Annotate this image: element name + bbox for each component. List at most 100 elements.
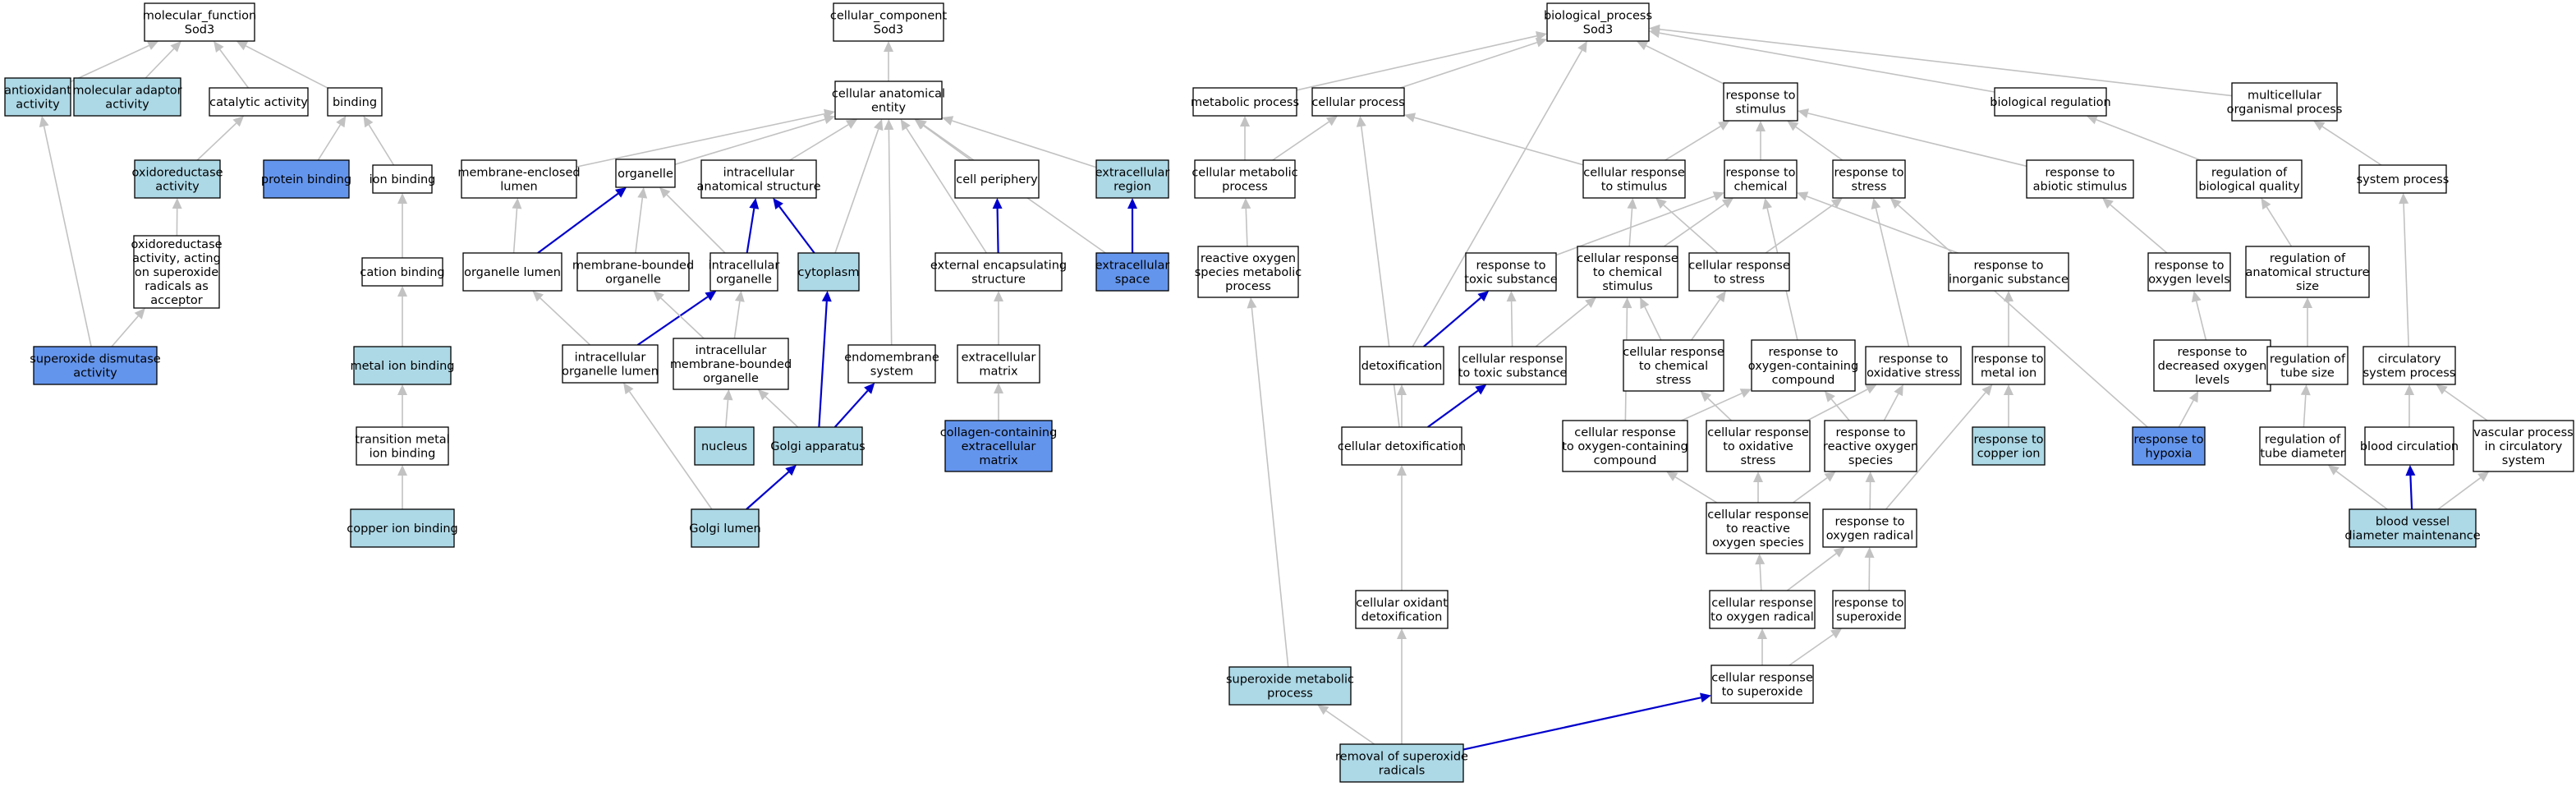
go-term-copper_ion_binding[interactable]: copper ion binding [347, 508, 458, 548]
edge-detox-to-resp_toxic [1423, 291, 1490, 347]
go-term-protein_binding[interactable]: protein binding [261, 159, 351, 199]
go-term-golgi[interactable]: Golgi apparatus [770, 426, 866, 466]
go-term-cellular_process[interactable]: cellular process [1311, 87, 1405, 117]
edge-arrowhead [1585, 297, 1596, 308]
go-term-system_process[interactable]: system process [2357, 164, 2450, 194]
edge-ec_region-to-cae [942, 116, 1097, 168]
edge-cell_resp_chem_stress-to-cell_resp_stress [1691, 291, 1726, 341]
go-term-golgi_lumen[interactable]: Golgi lumen [689, 508, 761, 548]
go-term-label-line: acceptor [150, 294, 203, 307]
edge-line [317, 124, 342, 161]
go-term-box [1095, 159, 1169, 199]
go-term-organelle_lumen[interactable]: organelle lumen [462, 252, 562, 292]
go-term-metabolic[interactable]: metabolic process [1191, 87, 1299, 117]
go-term-binding[interactable]: binding [327, 87, 383, 117]
edge-cell_oxidant_detox-to-cell_detox [1397, 465, 1407, 591]
edge-line [922, 124, 971, 161]
go-term-label-line: space [1115, 274, 1150, 287]
go-term-detox[interactable]: detoxification [1359, 346, 1444, 385]
go-term-cation_binding[interactable]: cation binding [360, 257, 445, 287]
edge-arrowhead [637, 187, 648, 199]
edge-arrowhead [397, 465, 407, 476]
go-term-box [1688, 252, 1790, 292]
edge-removal_superoxide-to-cell_oxidant_detox [1397, 628, 1407, 744]
go-term-metal_ion_binding[interactable]: metal ion binding [350, 346, 455, 385]
go-term-cell_periphery[interactable]: cell periphery [954, 159, 1040, 199]
go-term-ion_binding[interactable]: ion binding [370, 164, 436, 194]
go-term-label-line: binding [333, 96, 377, 109]
go-term-bio_reg[interactable]: biological regulation [1990, 87, 2111, 117]
go-term-cytoplasm[interactable]: cytoplasm [797, 252, 860, 292]
go-term-cell_detox[interactable]: cellular detoxification [1338, 426, 1466, 466]
go-term-organelle[interactable]: organelle [615, 159, 676, 188]
go-term-nucleus[interactable]: nucleus [694, 426, 755, 466]
edge-detox-to-bp_root [1412, 41, 1587, 347]
go-term-label-line: structure [971, 274, 1026, 287]
go-term-blood_circ[interactable]: blood circulation [2360, 426, 2459, 466]
go-term-catalytic[interactable]: catalytic activity [209, 87, 309, 117]
go-term-label-line: compound [1772, 374, 1835, 387]
